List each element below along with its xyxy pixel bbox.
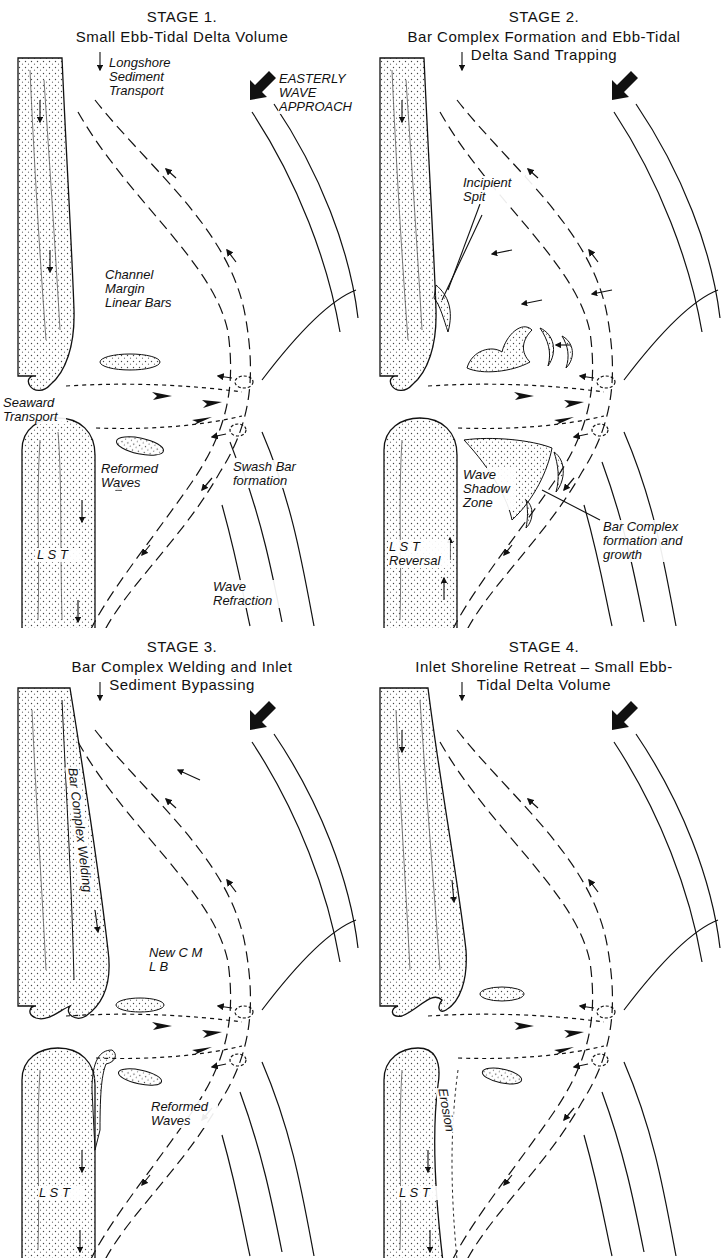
callout-label: Reformed Waves xyxy=(100,462,168,490)
callout-label: Wave Shadow Zone xyxy=(462,468,516,510)
callout-label: L S T xyxy=(38,1186,84,1200)
stage-heading: Small Ebb-Tidal Delta Volume xyxy=(0,28,364,46)
stage-heading: Inlet Shoreline Retreat – Small Ebb-Tida… xyxy=(412,658,676,694)
callout-label: Erosion xyxy=(435,1086,457,1134)
stage-heading: STAGE 4. xyxy=(362,638,724,656)
stage-heading: Bar Complex Welding and Inlet Sediment B… xyxy=(50,658,314,694)
callout-label: Incipient Spit xyxy=(462,176,534,204)
stage-heading: STAGE 1. xyxy=(0,8,364,26)
stage-heading: Bar Complex Formation and Ebb-Tidal Delt… xyxy=(402,28,686,64)
callout-label: Swash Bar formation xyxy=(232,460,308,488)
stage-heading: STAGE 2. xyxy=(362,8,724,26)
callout-label: Longshore Sediment Transport xyxy=(108,56,188,98)
callout-label: Reformed Waves xyxy=(150,1100,218,1128)
stage-heading: STAGE 3. xyxy=(0,638,364,656)
callout-label: Channel Margin Linear Bars xyxy=(104,268,184,310)
callout-label: New C M L B xyxy=(148,946,212,974)
callout-label: Seaward Transport xyxy=(2,396,66,424)
callout-label: EASTERLY WAVE APPROACH xyxy=(278,72,362,114)
callout-label: Bar Complex formation and growth xyxy=(602,520,714,562)
callout-label: L S T xyxy=(398,1186,444,1200)
callout-label: L S T xyxy=(36,548,82,562)
callout-label: L S T Reversal xyxy=(388,540,450,568)
callout-label: Wave Refraction xyxy=(212,580,288,608)
